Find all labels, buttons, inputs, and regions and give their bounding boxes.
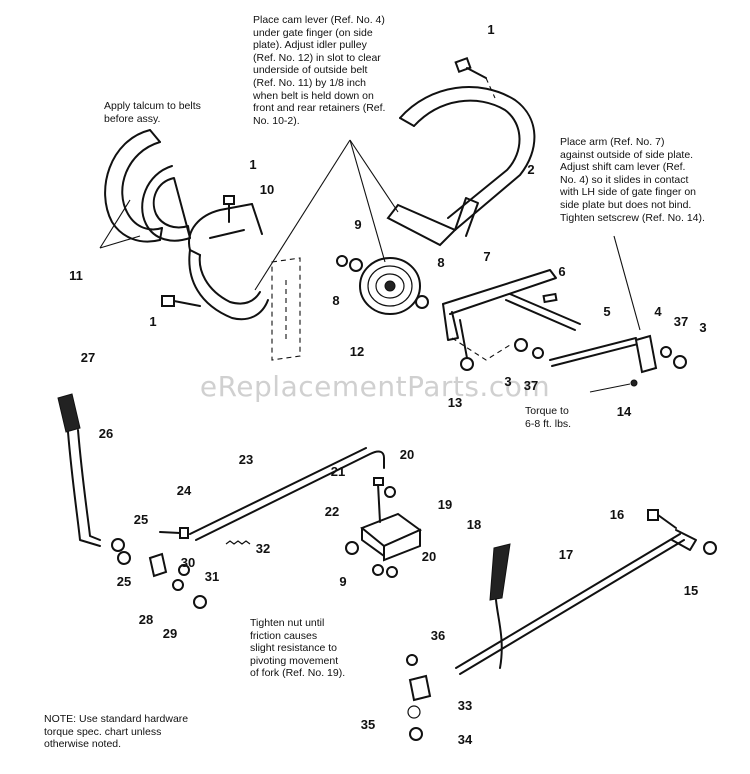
bolt-part-24 xyxy=(159,527,189,539)
ref-label-28: 28 xyxy=(138,612,154,627)
ref-label-36: 36 xyxy=(430,628,446,643)
ref-label-14: 14 xyxy=(616,404,632,419)
nut-part-9-bottom xyxy=(372,564,384,576)
ref-label-9-bottom: 9 xyxy=(339,574,347,589)
nut-part-34 xyxy=(409,727,423,741)
watermark-text: eReplacementParts.com xyxy=(199,370,551,403)
place-arm-note: Place arm (Ref. No. 7) against outside o… xyxy=(560,136,705,224)
ref-label-31: 31 xyxy=(204,569,220,584)
torque-note: Torque to 6-8 ft. lbs. xyxy=(525,405,572,430)
ref-label-34: 34 xyxy=(457,732,473,747)
talcum-note: Apply talcum to belts before assy. xyxy=(104,100,201,125)
ref-label-5: 5 xyxy=(603,304,611,319)
nut-part-9-top xyxy=(336,255,348,267)
washer-part-22 xyxy=(345,541,359,555)
setscrew-part-14 xyxy=(630,379,638,387)
ref-label-20-bottom: 20 xyxy=(421,549,437,564)
ref-label-26: 26 xyxy=(98,426,114,441)
clamp-part-33 xyxy=(408,674,432,702)
spring-part-32 xyxy=(225,540,251,545)
ref-label-8-left: 8 xyxy=(332,293,340,308)
ref-label-29: 29 xyxy=(162,626,178,641)
shift-lever-part-26 xyxy=(67,429,101,547)
ref-label-20-top: 20 xyxy=(399,447,415,462)
nuts-parts-29-30-31 xyxy=(172,564,207,609)
bolt-part-21 xyxy=(373,477,384,523)
ref-label-1-left: 1 xyxy=(149,314,157,329)
bolt-part-1-left xyxy=(161,295,201,307)
side-plate-reference xyxy=(271,257,301,361)
belts-part-11 xyxy=(104,129,191,243)
ref-label-6: 6 xyxy=(558,264,566,279)
ref-label-21: 21 xyxy=(330,464,346,479)
ref-label-22: 22 xyxy=(324,504,340,519)
ref-label-19: 19 xyxy=(437,497,453,512)
ref-label-37-mid: 37 xyxy=(523,378,539,393)
ref-label-11: 11 xyxy=(69,268,83,283)
ref-label-24: 24 xyxy=(176,483,192,498)
washer-part-35 xyxy=(407,705,421,719)
ref-label-15: 15 xyxy=(683,583,699,598)
ref-label-12: 12 xyxy=(349,344,365,359)
ref-label-25-bottom: 25 xyxy=(116,574,132,589)
fork-part-19 xyxy=(360,512,422,562)
ref-label-35: 35 xyxy=(360,717,376,732)
shift-rod-part-23 xyxy=(189,447,385,541)
assembly-line xyxy=(451,337,511,361)
ref-label-32: 32 xyxy=(255,541,271,556)
bolt-part-13 xyxy=(459,319,474,371)
ref-label-13: 13 xyxy=(447,395,463,410)
cam-lever-part-4 xyxy=(634,334,658,374)
ref-label-33: 33 xyxy=(457,698,473,713)
ref-label-27: 27 xyxy=(80,350,96,365)
ref-label-16: 16 xyxy=(609,507,625,522)
nut-part-36 xyxy=(406,654,418,666)
belt-retainer-part-10 xyxy=(188,203,269,321)
ref-label-9-top: 9 xyxy=(354,217,362,232)
belt-guard-part-2 xyxy=(386,86,536,247)
hardware-note: NOTE: Use standard hardware torque spec.… xyxy=(44,713,189,751)
ref-label-2: 2 xyxy=(527,162,535,177)
ref-label-4: 4 xyxy=(654,304,662,319)
ref-label-1-top: 1 xyxy=(487,22,495,37)
ref-label-3-right: 3 xyxy=(699,320,707,335)
bracket-part-28 xyxy=(148,552,168,578)
lever-rod-part-17 xyxy=(455,529,697,675)
bolt-part-1-retainer xyxy=(223,195,235,223)
ref-label-23: 23 xyxy=(238,452,254,467)
nuts-parts-3-37 xyxy=(514,338,687,369)
washer-part-20-top xyxy=(384,486,396,498)
bolt-part-16 xyxy=(647,509,677,529)
ref-label-18: 18 xyxy=(466,517,482,532)
knob-part-27 xyxy=(57,393,81,433)
idler-pulley-part-12 xyxy=(359,257,421,315)
ref-label-10: 10 xyxy=(259,182,275,197)
pin-part-6 xyxy=(542,292,558,304)
handle-part-18 xyxy=(489,543,511,669)
ref-label-7: 7 xyxy=(483,249,491,264)
ref-label-1-bolt10: 1 xyxy=(249,157,257,172)
nut-part-15 xyxy=(703,541,717,555)
ref-label-25-top: 25 xyxy=(133,512,149,527)
washer-part-20-bottom xyxy=(386,566,398,578)
leader-lines xyxy=(99,139,641,393)
nut-part-8-right xyxy=(415,295,429,309)
ref-label-37-right: 37 xyxy=(673,314,689,329)
arm-part-7 xyxy=(442,269,581,341)
ref-label-17: 17 xyxy=(558,547,574,562)
cam-lever-note: Place cam lever (Ref. No. 4) under gate … xyxy=(253,14,386,127)
ref-label-8-right: 8 xyxy=(437,255,445,270)
ref-label-3-mid: 3 xyxy=(504,374,512,389)
ref-label-30: 30 xyxy=(180,555,196,570)
tighten-nut-note: Tighten nut until friction causes slight… xyxy=(250,617,346,680)
nuts-part-25 xyxy=(111,538,131,565)
rod-part-5 xyxy=(549,337,639,367)
nut-part-8-left xyxy=(349,258,363,272)
bolt-part-1-top xyxy=(454,56,496,99)
